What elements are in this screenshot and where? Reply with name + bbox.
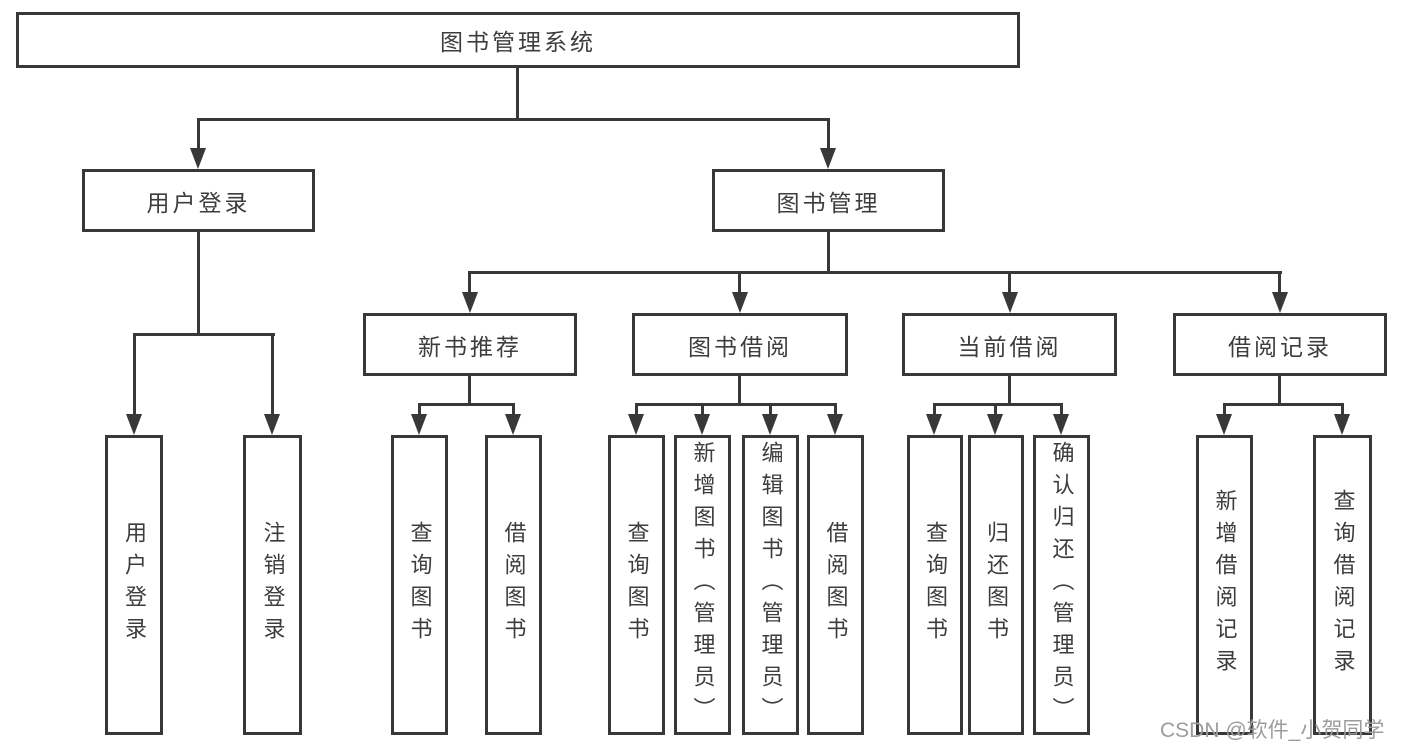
node-book-management-label: 图书管理: [776, 189, 881, 216]
connector-line: [1008, 376, 1011, 406]
node-current-borrow: 当前借阅: [902, 313, 1117, 376]
arrow-down-icon: [1272, 292, 1288, 313]
node-user-login-label: 用户登录: [146, 189, 251, 216]
node-new-book-recommend-label: 新书推荐: [418, 333, 522, 360]
connector-line: [197, 232, 200, 336]
leaf-add-book-admin: 新增图书（管理员）: [674, 435, 731, 735]
connector-line: [738, 271, 741, 293]
arrow-down-icon: [126, 414, 142, 435]
arrow-down-icon: [827, 414, 843, 435]
connector-line: [197, 118, 830, 121]
connector-line: [827, 232, 830, 273]
connector-line: [827, 118, 830, 149]
connector-line: [701, 403, 704, 415]
arrow-down-icon: [926, 414, 942, 435]
connector-line: [933, 403, 936, 415]
leaf-return-book: 归还图书: [968, 435, 1024, 735]
node-borrow-records: 借阅记录: [1173, 313, 1387, 376]
leaf-borrow-books-recommend: 借阅图书: [485, 435, 542, 735]
connector-line: [1060, 403, 1063, 415]
arrow-down-icon: [264, 414, 280, 435]
connector-line: [1223, 403, 1226, 415]
connector-line: [418, 403, 515, 406]
arrow-down-icon: [1216, 414, 1232, 435]
connector-line: [933, 403, 1063, 406]
leaf-edit-book-admin-label: 编辑图书（管理员）: [758, 441, 784, 729]
leaf-add-borrow-record: 新增借阅记录: [1196, 435, 1253, 735]
connector-line: [635, 403, 638, 415]
arrow-down-icon: [462, 292, 478, 313]
node-current-borrow-label: 当前借阅: [957, 333, 1062, 360]
leaf-user-login: 用户登录: [105, 435, 163, 735]
leaf-logout: 注销登录: [243, 435, 302, 735]
leaf-confirm-return-admin: 确认归还（管理员）: [1033, 435, 1090, 735]
connector-line: [512, 403, 515, 415]
leaf-query-books-current-label: 查询图书: [923, 521, 948, 649]
node-new-book-recommend: 新书推荐: [363, 313, 577, 376]
leaf-query-borrow-record: 查询借阅记录: [1313, 435, 1372, 735]
leaf-edit-book-admin: 编辑图书（管理员）: [742, 435, 799, 735]
connector-line: [769, 403, 772, 415]
connector-line: [468, 271, 471, 293]
connector-line: [469, 271, 1282, 274]
leaf-borrow-books-label: 借阅图书: [823, 521, 849, 649]
arrow-down-icon: [694, 414, 710, 435]
arrow-down-icon: [820, 148, 836, 169]
leaf-borrow-books-recommend-label: 借阅图书: [501, 521, 527, 649]
connector-line: [1223, 403, 1344, 406]
connector-line: [468, 376, 471, 406]
node-book-borrow-label: 图书借阅: [688, 333, 792, 360]
arrow-down-icon: [1002, 292, 1018, 313]
node-user-login: 用户登录: [82, 169, 315, 232]
arrow-down-icon: [1053, 414, 1069, 435]
arrow-down-icon: [762, 414, 778, 435]
leaf-add-book-admin-label: 新增图书（管理员）: [690, 441, 716, 729]
arrow-down-icon: [732, 292, 748, 313]
connector-line: [1278, 271, 1281, 293]
connector-line: [516, 68, 519, 120]
node-root: 图书管理系统: [16, 12, 1020, 68]
connector-line: [133, 333, 275, 336]
csdn-watermark: CSDN @软件_小贺同学: [1160, 719, 1385, 742]
connector-line: [738, 376, 741, 406]
connector-line: [834, 403, 837, 415]
connector-line: [197, 118, 200, 149]
leaf-query-books-current: 查询图书: [907, 435, 963, 735]
connector-line: [1008, 271, 1011, 293]
node-book-management: 图书管理: [712, 169, 945, 232]
connector-line: [1341, 403, 1344, 415]
arrow-down-icon: [505, 414, 521, 435]
connector-line: [1278, 376, 1281, 406]
leaf-confirm-return-admin-label: 确认归还（管理员）: [1049, 441, 1075, 729]
connector-line: [133, 333, 136, 415]
node-root-label: 图书管理系统: [440, 29, 596, 55]
leaf-user-login-label: 用户登录: [122, 521, 147, 649]
leaf-query-books-recommend: 查询图书: [391, 435, 448, 735]
leaf-query-books-borrow: 查询图书: [608, 435, 665, 735]
connector-line: [418, 403, 421, 415]
leaf-query-borrow-record-label: 查询借阅记录: [1330, 489, 1356, 681]
leaf-query-books-borrow-label: 查询图书: [624, 521, 650, 649]
arrow-down-icon: [987, 414, 1003, 435]
leaf-logout-label: 注销登录: [260, 521, 286, 649]
node-book-borrow: 图书借阅: [632, 313, 848, 376]
connector-line: [994, 403, 997, 415]
node-borrow-records-label: 借阅记录: [1228, 333, 1332, 360]
arrow-down-icon: [1334, 414, 1350, 435]
arrow-down-icon: [628, 414, 644, 435]
connector-line: [635, 403, 837, 406]
connector-line: [271, 333, 274, 415]
arrow-down-icon: [411, 414, 427, 435]
leaf-borrow-books: 借阅图书: [807, 435, 864, 735]
leaf-return-book-label: 归还图书: [984, 521, 1009, 649]
arrow-down-icon: [190, 148, 206, 169]
leaf-add-borrow-record-label: 新增借阅记录: [1212, 489, 1238, 681]
leaf-query-books-recommend-label: 查询图书: [407, 521, 433, 649]
